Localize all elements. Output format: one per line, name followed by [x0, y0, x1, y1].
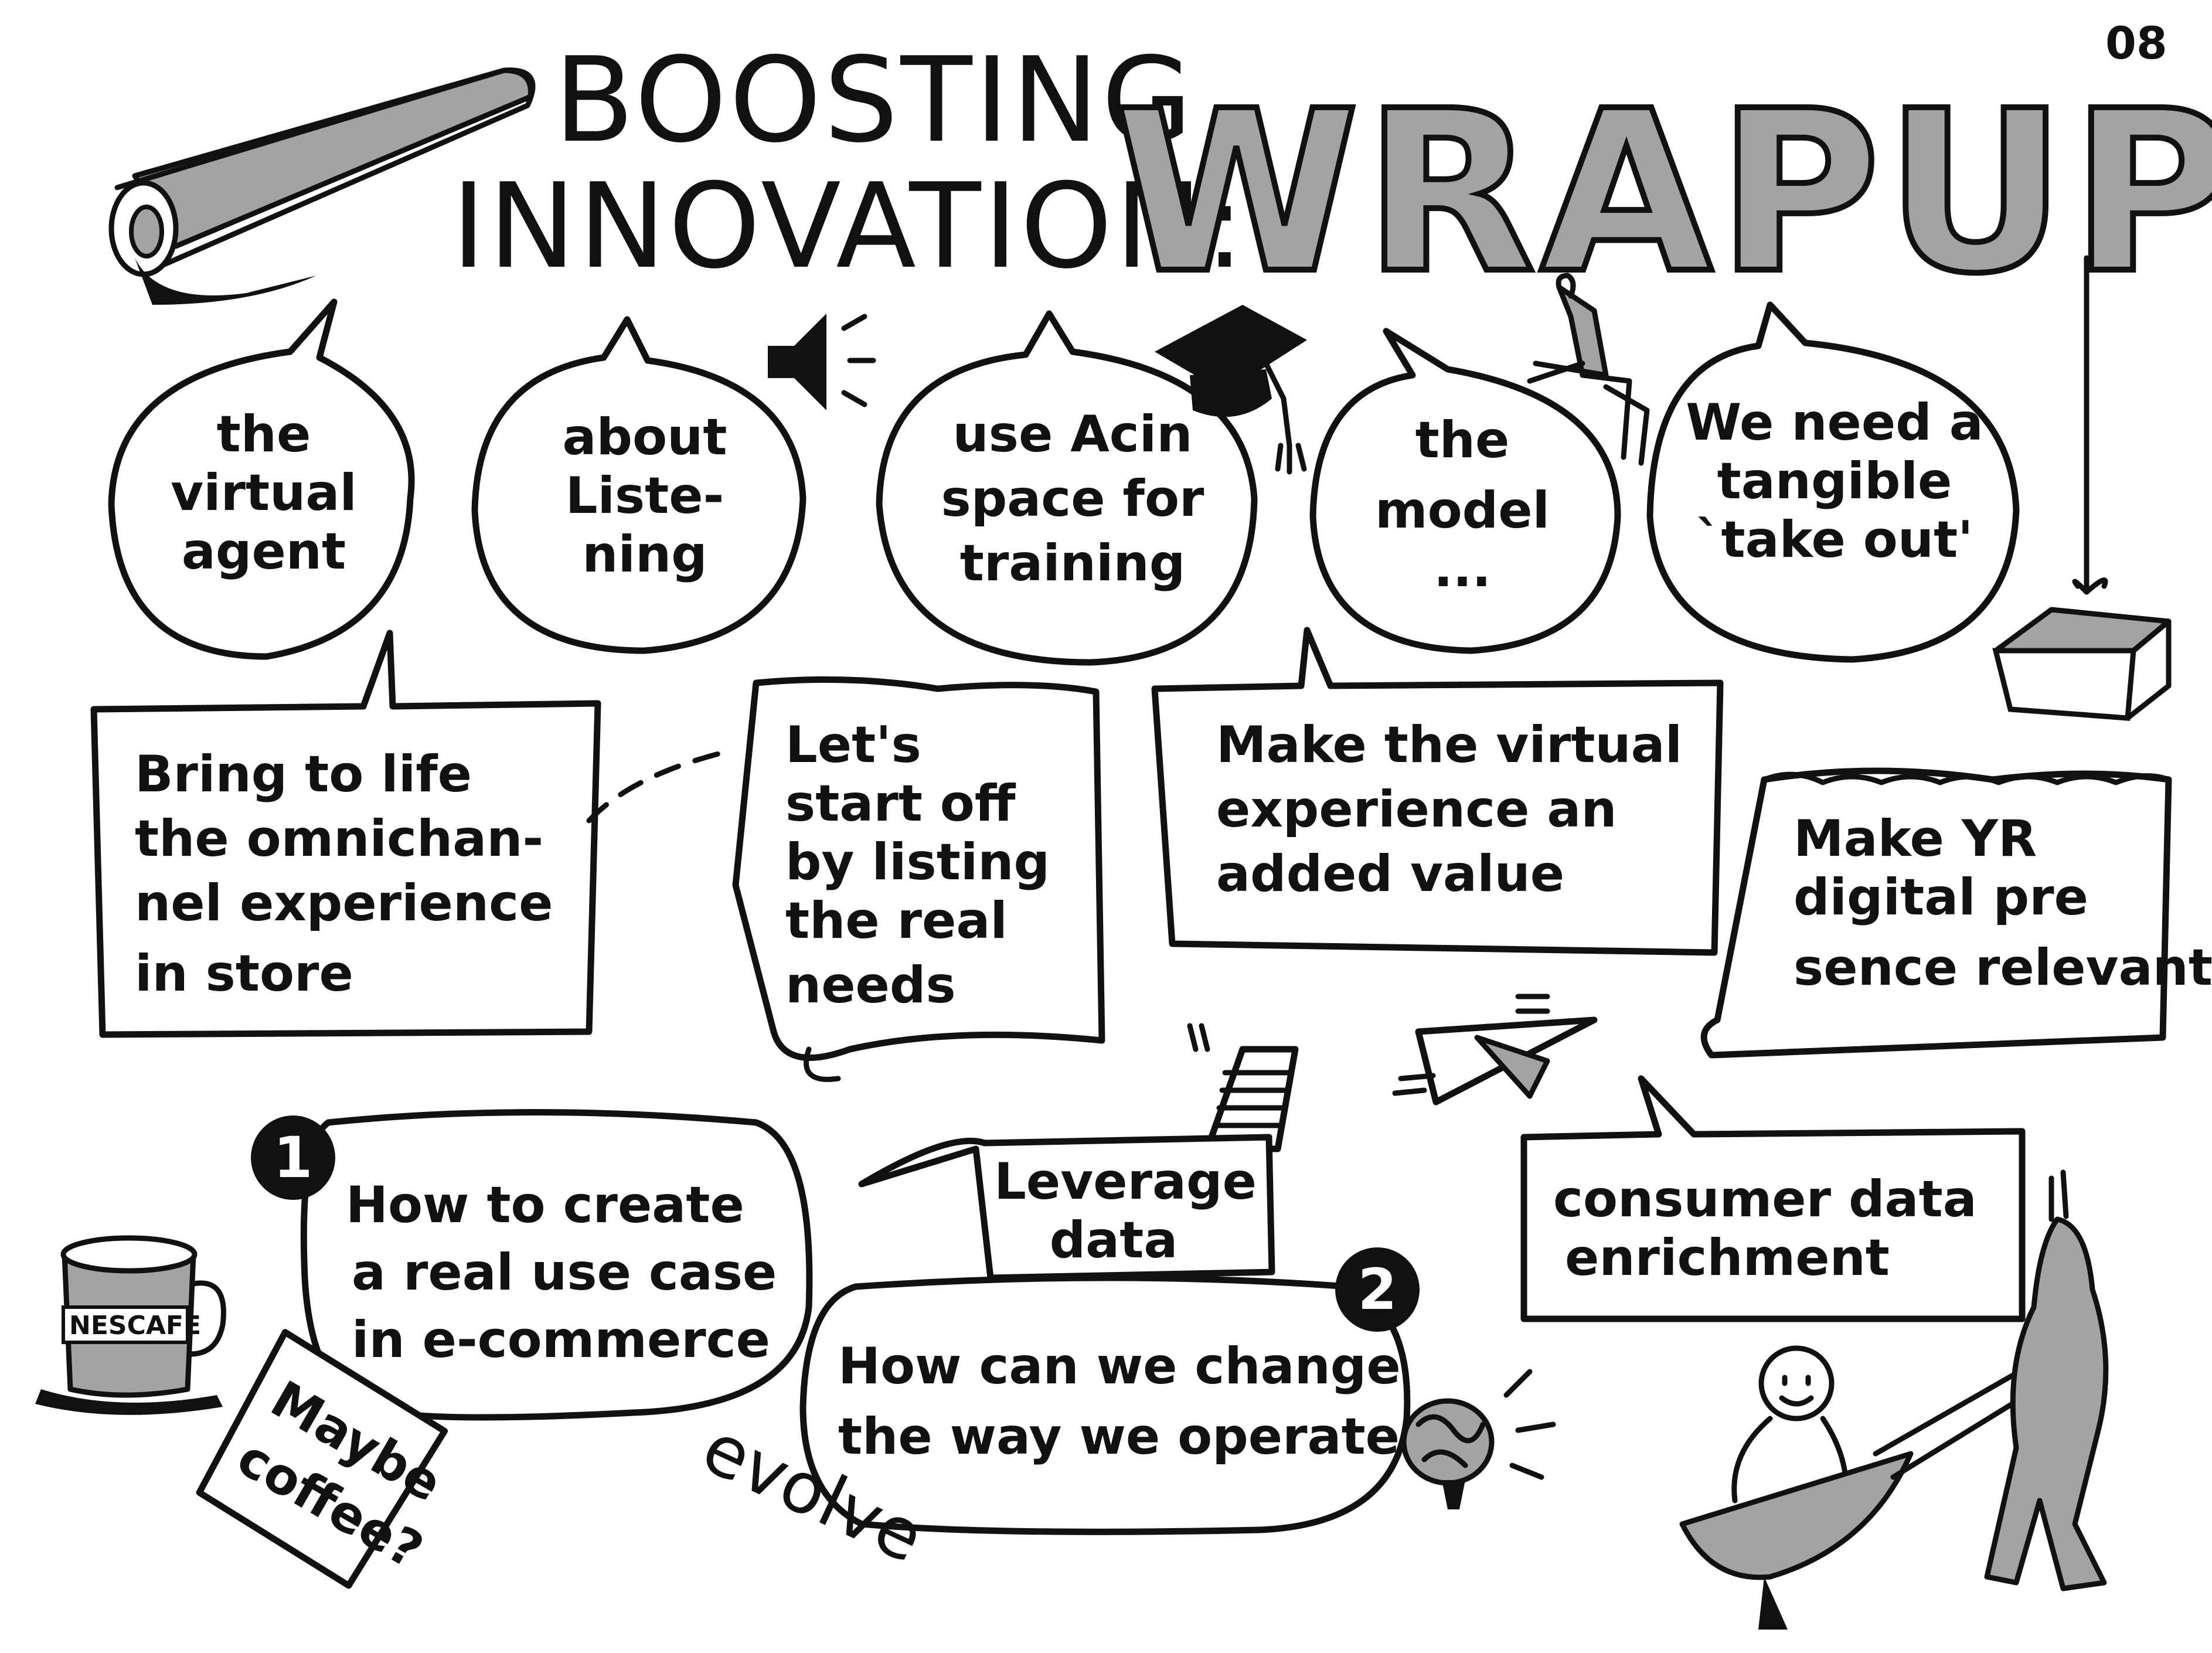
title-line1: BOOSTING — [554, 32, 1195, 169]
bubble-2-line-2: Liste- — [566, 467, 724, 525]
bubble-1-line-3: agent — [182, 522, 346, 581]
digital-line-2: digital pre — [1794, 868, 2088, 927]
badge-1 — [251, 1115, 335, 1200]
q1-line-1: How to create — [346, 1176, 744, 1234]
q1-line-3: in e-commerce — [352, 1311, 770, 1369]
box-omnichannel: Bring to life the omnichan- nel experien… — [90, 630, 601, 1038]
bubble-3-line-2: space for — [941, 470, 1205, 528]
q2-line-2: the way we operate — [838, 1407, 1400, 1466]
comb-icon — [1187, 1023, 1299, 1152]
digital-line-3: sence relevant — [1794, 938, 2212, 997]
listing-line-1: Let's — [785, 716, 921, 774]
wheelbarrow-people-icon — [1679, 1169, 2109, 1630]
takeout-box-icon — [1992, 255, 2172, 721]
bubble-3-line-3: training — [960, 534, 1186, 593]
q1-line-2: a real use case — [352, 1243, 777, 1302]
omnichannel-line-3: nel experience — [135, 874, 553, 933]
leverage-line-2: data — [1050, 1211, 1178, 1270]
consumer-line-2: enrichment — [1565, 1229, 1890, 1287]
q2-line-1: How can we change — [838, 1337, 1401, 1396]
omnichannel-line-1: Bring to life — [135, 745, 472, 804]
listing-line-3: by listing — [785, 833, 1050, 892]
title-line2: INNOVATION: — [451, 158, 1247, 295]
bubble-5-line-3: `take out' — [1696, 511, 1973, 569]
speech-bubble-4: the model ... — [1309, 328, 1621, 654]
listing-line-4: the real — [785, 892, 1008, 950]
sitting-person-icon — [1527, 273, 1650, 466]
speech-bubble-3: use Acin space for training — [876, 310, 1258, 666]
mug-label: NESCAFE — [69, 1311, 201, 1341]
badge-2-number: 2 — [1358, 1257, 1397, 1322]
badge-1-number: 1 — [274, 1125, 313, 1191]
omnichannel-line-2: the omnichan- — [135, 810, 543, 868]
bubble-5-line-1: We need a — [1686, 393, 1983, 452]
listing-line-2: start off — [785, 774, 1016, 833]
graduation-cap-icon — [1155, 305, 1307, 475]
scroll-listing: Let's start off by listing the real need… — [732, 676, 1105, 1082]
bubble-2-line-3: ning — [582, 525, 707, 584]
bubble-3-line-1: use Acin — [953, 405, 1193, 464]
brain-icon — [1401, 1369, 1556, 1509]
leverage-line-1: Leverage — [994, 1152, 1257, 1211]
speech-bubble-1: the virtual agent — [108, 298, 415, 660]
box-leverage: Leverage data — [858, 1134, 1275, 1281]
virtual-value-line-2: experience an — [1216, 780, 1617, 839]
consumer-line-1: consumer data — [1553, 1170, 1977, 1229]
bubble-4-line-1: the — [1415, 411, 1510, 470]
megaphone-icon — [768, 314, 876, 410]
virtual-value-line-3: added value — [1216, 845, 1564, 903]
dashed-connector — [586, 747, 736, 824]
bubble-2-line-1: about — [562, 408, 727, 467]
bubble-1-line-2: virtual — [171, 464, 357, 522]
title-wrapup: WRAPUP — [1114, 63, 2212, 322]
virtual-value-line-1: Make the virtual — [1216, 716, 1682, 774]
bubble-4-line-2: model — [1375, 481, 1550, 540]
bubble-5-line-2: tangible — [1717, 452, 1952, 511]
paper-roll-icon — [108, 67, 536, 305]
bubble-1-line-1: the — [217, 405, 311, 464]
coffee-mug-icon: NESCAFE — [35, 1235, 226, 1415]
bubble-4-line-3: ... — [1434, 540, 1491, 598]
listing-line-5: needs — [785, 956, 956, 1015]
box-consumer: consumer data enrichment — [1520, 1075, 2026, 1322]
question-1: 1 How to create a real use case in e-com… — [251, 1109, 813, 1421]
speech-bubble-2: about Liste- ning — [471, 316, 806, 654]
page-number: 08 — [2105, 17, 2167, 69]
paper-plane-icon — [1392, 994, 1598, 1106]
box-virtual-value: Make the virtual experience an added val… — [1151, 627, 1724, 956]
badge-2 — [1335, 1247, 1420, 1332]
scroll-digital: Make YR digital pre sence relevant — [1700, 767, 2212, 1059]
speech-bubble-5: We need a tangible `take out' — [1646, 301, 2020, 663]
digital-line-1: Make YR — [1794, 810, 2037, 868]
question-2: 2 How can we change the way we operate — [799, 1247, 1420, 1535]
omnichannel-line-4: in store — [135, 944, 353, 1003]
